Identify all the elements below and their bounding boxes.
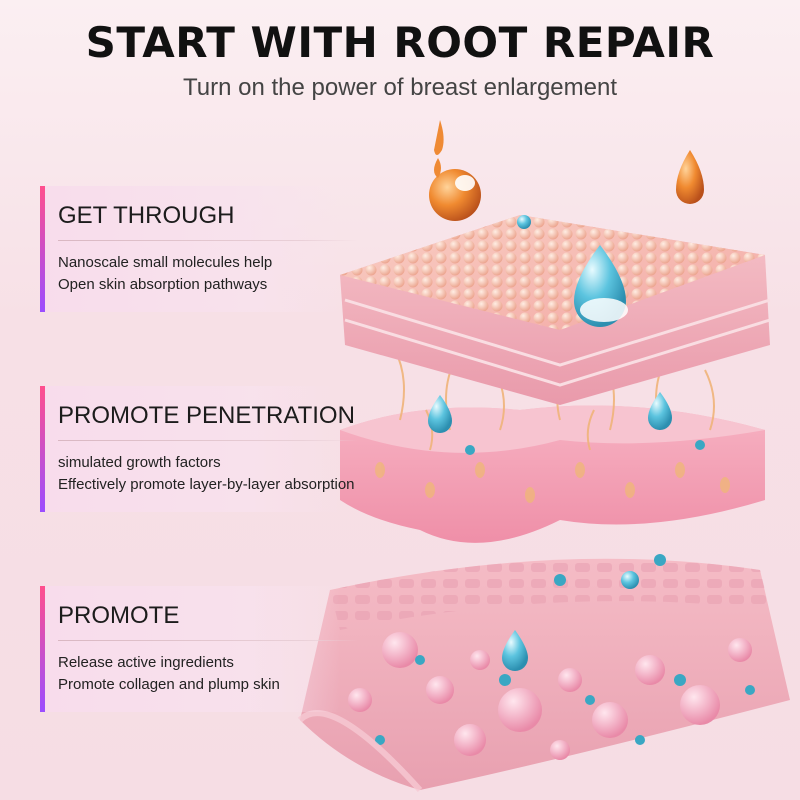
feature-description: Nanoscale small molecules help [58, 254, 273, 271]
accent-bar [40, 586, 45, 712]
feature-description: Open skin absorption pathways [58, 276, 268, 293]
feature-description: Release active ingredients [58, 654, 234, 671]
divider [58, 240, 358, 241]
feature-description: Promote collagen and plump skin [58, 676, 280, 693]
feature-title: GET THROUGH [58, 202, 235, 229]
feature-title: PROMOTE [58, 602, 180, 629]
feature-card: PROMOTE Release active ingredients Promo… [40, 586, 358, 712]
feature-description: simulated growth factors [58, 454, 221, 471]
page-subtitle: Turn on the power of breast enlargement [182, 74, 618, 101]
divider [58, 640, 358, 641]
blue-droplet-icon [574, 245, 628, 327]
feature-card: GET THROUGH Nanoscale small molecules he… [40, 186, 358, 312]
orange-droplet-icon [429, 120, 481, 221]
page-title: START WITH ROOT REPAIR [85, 18, 715, 67]
feature-title: PROMOTE PENETRATION [58, 402, 355, 429]
accent-bar [40, 186, 45, 312]
feature-description: Effectively promote layer-by-layer absor… [58, 476, 355, 493]
feature-card: PROMOTE PENETRATION simulated growth fac… [40, 386, 358, 512]
divider [58, 440, 358, 441]
orange-droplet-icon [676, 150, 704, 204]
accent-bar [40, 386, 45, 512]
